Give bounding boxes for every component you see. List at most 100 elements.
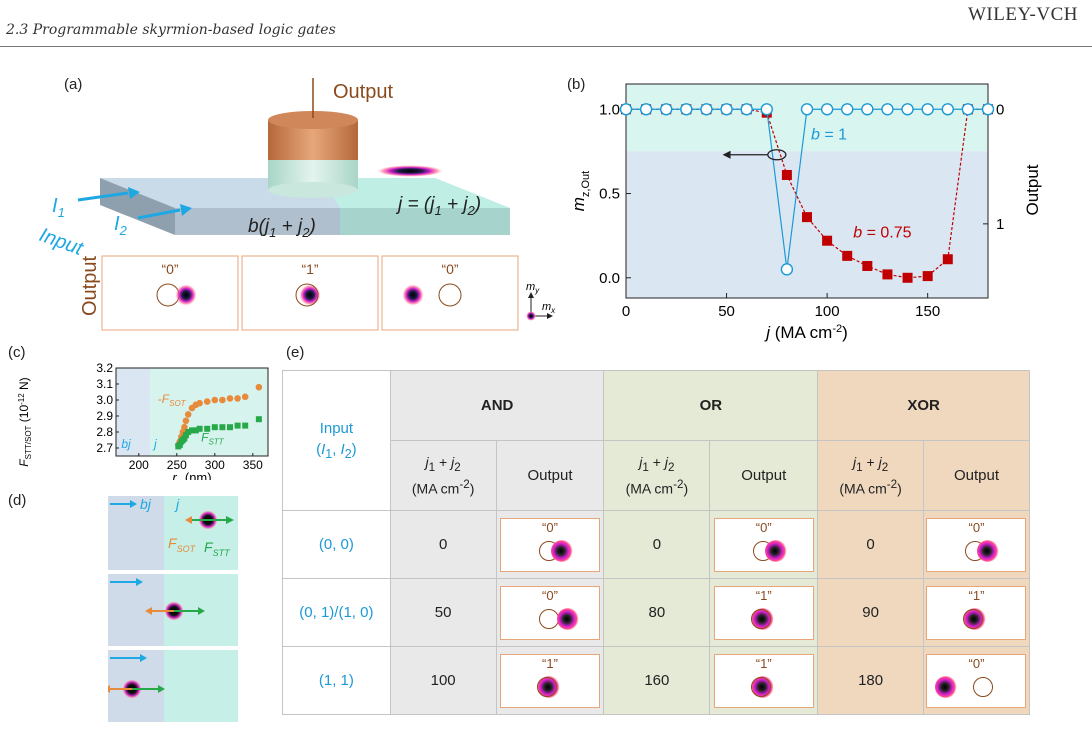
data-point	[861, 103, 874, 116]
logic-table: Input (I1, I2) AND OR XOR j1 + j2(MA cm-…	[282, 370, 1031, 715]
data-point	[234, 395, 241, 402]
y-tick-label: 3.2	[96, 361, 113, 375]
data-point	[242, 422, 249, 429]
series-label-b1: b = 1	[811, 127, 847, 144]
data-point	[802, 212, 812, 223]
region-j-label: j = (j1 + j2)	[395, 194, 481, 218]
data-point	[902, 272, 913, 283]
plot-frame	[625, 83, 989, 299]
slab-top-right	[322, 178, 510, 208]
x-tick-label: 300	[205, 458, 225, 472]
region-bj-label: bj	[121, 437, 131, 451]
data-point	[185, 429, 192, 435]
data-point	[255, 416, 262, 423]
data-point	[182, 432, 189, 439]
series-label-b075: b = 0.75	[853, 224, 911, 241]
data-point	[211, 396, 219, 404]
current-arrow-i2	[137, 208, 181, 220]
panel-b-label: (b)	[567, 76, 586, 93]
input-header: Input (I1, I2)	[282, 370, 391, 511]
state-tile-1: “0”	[101, 255, 239, 331]
x-axis-label: j (MA cm-2)	[764, 323, 848, 342]
x-tick-label: 50	[718, 303, 735, 320]
x-tick-label: 0	[622, 303, 630, 320]
state-tile-2: “1”	[241, 255, 379, 331]
panel-d-label: (d)	[8, 492, 27, 509]
section-heading: 2.3 Programmable skyrmion-based logic ga…	[6, 22, 336, 38]
data-point	[255, 383, 263, 391]
panel-e-label: (e)	[286, 344, 305, 361]
data-point	[184, 411, 192, 418]
data-point	[780, 263, 794, 276]
data-point	[189, 427, 195, 434]
output-tile: “1”	[713, 585, 814, 640]
data-point	[176, 441, 183, 448]
output-tile: “0”	[713, 517, 814, 572]
axis-indicator-arrowhead	[722, 150, 731, 159]
panel-a-label: (a)	[64, 76, 83, 93]
state-tile-3: “0”	[381, 255, 519, 331]
label-i1: I1	[52, 195, 65, 220]
svg-text:“0”: “0”	[441, 261, 458, 277]
region-b-label: b(j1 + j2)	[248, 216, 316, 240]
region-bj	[116, 368, 151, 456]
data-point	[182, 417, 190, 425]
x-tick-label: 200	[129, 458, 149, 472]
panel-c-label: (c)	[8, 344, 26, 361]
y-axis-label: FSTT/SOT (10-12 N)	[17, 377, 33, 466]
series-label-fsot: -FSOT	[158, 392, 187, 408]
data-point	[192, 427, 199, 434]
svg-text:“0”: “0”	[161, 261, 178, 277]
label-i2: I2	[114, 213, 128, 238]
output-tile: “0”	[500, 517, 600, 572]
d-fstt-label: FSTT	[204, 539, 231, 558]
y-right-tick-label: 0	[996, 101, 1004, 118]
or-j-cell: 160	[603, 646, 711, 715]
svg-text:my: my	[526, 281, 540, 295]
output-tile: “0”	[926, 517, 1027, 572]
output-tile: “0”	[926, 653, 1027, 708]
x-axis-label: rc (nm)	[172, 470, 211, 480]
data-point	[901, 103, 914, 116]
data-point	[942, 254, 953, 265]
output-tile: “1”	[713, 653, 814, 708]
y-tick-label: 2.8	[96, 425, 113, 439]
data-point	[862, 260, 873, 271]
slab-side	[100, 178, 175, 235]
data-point	[800, 103, 814, 116]
skyrmion-on-slab	[376, 165, 444, 177]
magnetization-axes-icon: my mx	[526, 281, 556, 321]
data-point	[941, 103, 954, 116]
y-axis-label: mz,Out	[569, 171, 592, 211]
data-point	[203, 398, 211, 405]
data-point	[196, 399, 203, 407]
y-right-axis-label: Output	[1023, 164, 1042, 215]
shaded-region	[626, 84, 988, 152]
data-point	[196, 425, 203, 432]
output-tile: “1”	[500, 653, 600, 708]
data-point	[842, 250, 853, 261]
header-rule	[0, 46, 1092, 47]
mtj-base	[268, 182, 358, 198]
data-point	[234, 422, 241, 429]
d-fsot-label: FSOT	[168, 535, 197, 554]
data-point	[639, 103, 653, 116]
region-j-label: j	[152, 437, 157, 451]
mtj-top-cap	[268, 111, 358, 129]
slab-front-right	[340, 208, 510, 235]
y-tick-label: 0.5	[599, 186, 620, 203]
and-j-header: j1 + j2(MA cm-2)	[389, 440, 497, 511]
data-point	[881, 103, 894, 116]
y-tick-label: 3.1	[96, 377, 113, 391]
y-tick-label: 2.9	[96, 409, 113, 423]
d-bj-label: bj	[140, 496, 152, 512]
y-tick-label: 3.0	[96, 393, 113, 407]
xor-output-header: Output	[922, 440, 1031, 511]
y-tick-label: 2.7	[96, 441, 113, 455]
data-point	[922, 271, 933, 282]
and-output-header: Output	[495, 440, 605, 511]
or-j-header: j1 + j2(MA cm-2)	[603, 440, 711, 511]
input-cell: (1, 1)	[282, 646, 391, 715]
region-j	[150, 368, 268, 456]
